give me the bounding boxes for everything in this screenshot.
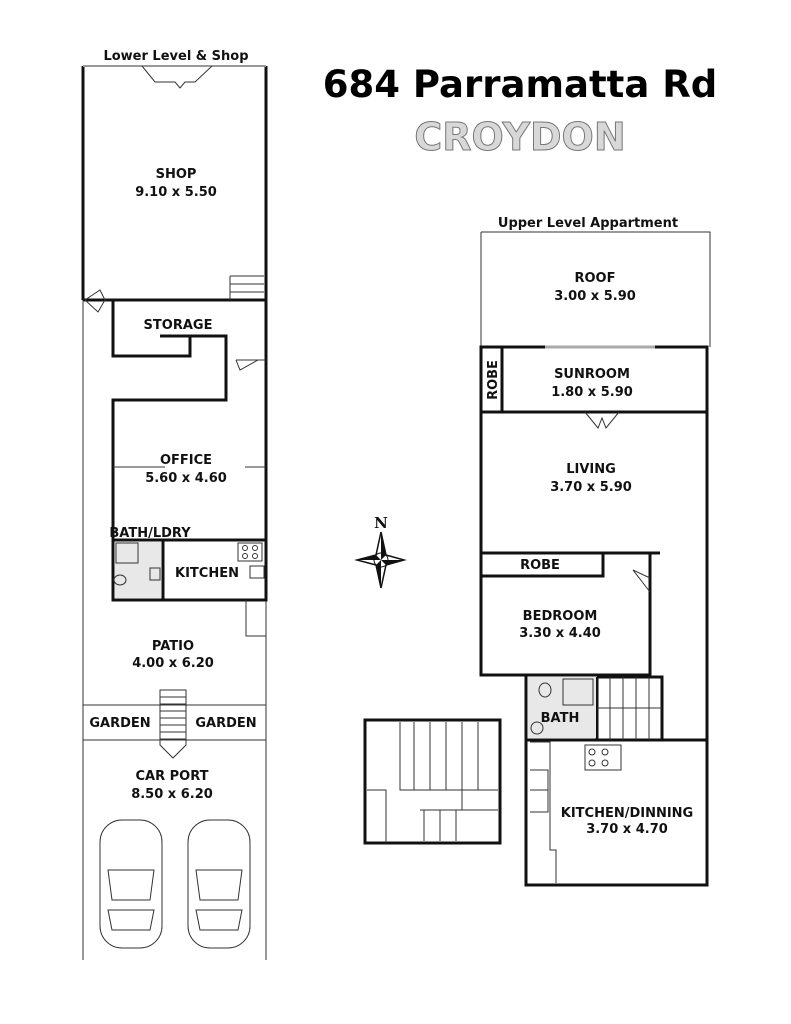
room-kitchen-dinning-size: 3.70 x 4.70 [586, 822, 668, 837]
room-office-size: 5.60 x 4.60 [145, 471, 227, 486]
room-roof-name: ROOF [575, 271, 616, 286]
room-sunroom-name: SUNROOM [554, 367, 630, 382]
room-garden-left-name: GARDEN [89, 716, 150, 731]
room-bath-ldry-name: BATH/LDRY [109, 526, 191, 541]
room-bedroom-name: BEDROOM [523, 609, 598, 624]
room-living-name: LIVING [566, 462, 616, 477]
room-living-size: 3.70 x 5.90 [550, 480, 632, 495]
stairs-block [363, 718, 502, 845]
room-patio-size: 4.00 x 6.20 [132, 656, 214, 671]
compass-north-label: N [374, 514, 388, 532]
room-roof-size: 3.00 x 5.90 [554, 289, 636, 304]
room-patio-name: PATIO [152, 639, 194, 654]
room-garden-right-name: GARDEN [195, 716, 256, 731]
suburb-title: CROYDON [414, 115, 625, 159]
lower-level-heading: Lower Level & Shop [103, 49, 248, 64]
room-bath-name: BATH [541, 711, 580, 726]
room-storage-name: STORAGE [144, 318, 213, 333]
room-shop-name: SHOP [156, 167, 197, 182]
upper-level-heading: Upper Level Appartment [498, 216, 678, 231]
room-bedroom-size: 3.30 x 4.40 [519, 626, 601, 641]
upper-level-plan: Upper Level Appartment ROOF 3.00 x 5.90 … [479, 216, 711, 887]
lower-level-plan: Lower Level & Shop SHOP 9.10 x 5.50 STOR… [81, 49, 268, 960]
room-carport-size: 8.50 x 6.20 [131, 787, 213, 802]
room-carport-name: CAR PORT [135, 769, 208, 784]
room-robe-bedroom-name: ROBE [520, 558, 560, 573]
compass-rose-icon: N [354, 514, 407, 589]
room-kitchen-dinning-name: KITCHEN/DINNING [561, 806, 693, 821]
room-shop-size: 9.10 x 5.50 [135, 185, 217, 200]
room-robe-sunroom-name: ROBE [486, 360, 501, 400]
car-icon [187, 819, 251, 949]
room-office-name: OFFICE [160, 453, 212, 468]
car-icon [99, 819, 163, 949]
property-title: 684 Parramatta Rd [323, 63, 717, 106]
room-kitchen-name: KITCHEN [175, 566, 239, 581]
room-sunroom-size: 1.80 x 5.90 [551, 385, 633, 400]
